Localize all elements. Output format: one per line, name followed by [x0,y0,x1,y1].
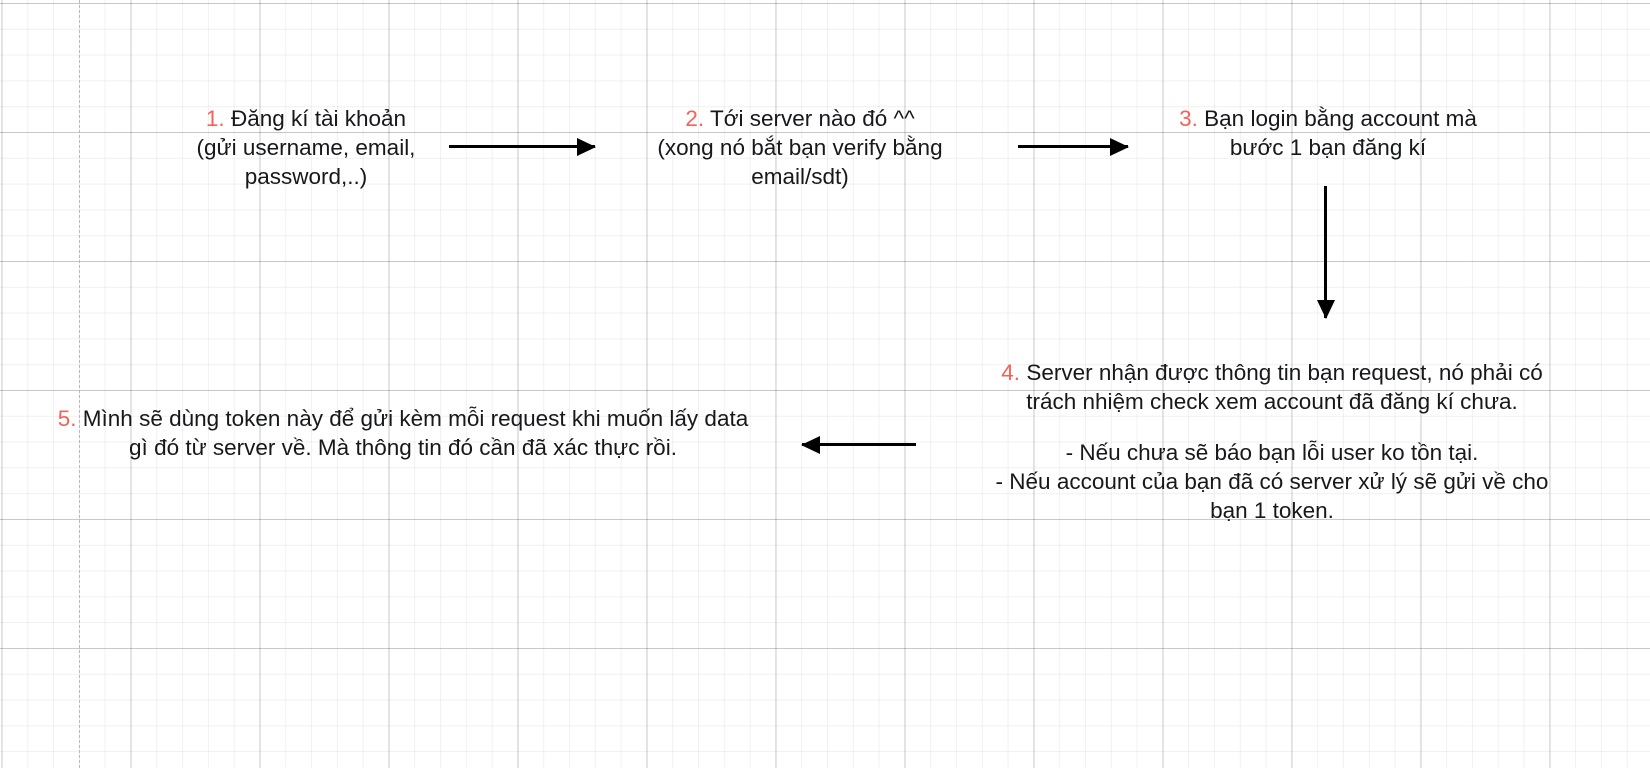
note-step-5-line-2: gì đó từ server về. Mà thông tin đó cần … [129,435,677,460]
arrow-step1-to-step2 [449,137,596,156]
arrow-step4-to-step5 [801,435,916,454]
step-number-5: 5. [57,406,77,431]
step-number-4: 4. [1001,360,1021,385]
note-step-3-line-1: 3. Bạn login bằng account mà [1148,104,1508,133]
note-step-4-bullet-2-cont: bạn 1 token. [1210,498,1334,523]
note-step-1-line-3: password,..) [244,164,368,189]
note-step-5-line-1: 5. Mình sẽ dùng token này để gửi kèm mỗi… [8,404,798,433]
note-step-1-text-1: Đăng kí tài khoản [230,106,407,131]
note-step-4-bullet-1: - Nếu chưa sẽ báo bạn lỗi user ko tồn tạ… [1065,440,1479,465]
note-step-3-line-2: bước 1 bạn đăng kí [1229,135,1427,160]
note-step-4-spacer [898,416,1646,438]
note-step-4-bullet-2: - Nếu account của bạn đã có server xử lý… [995,469,1549,494]
step-number-2: 2. [685,106,705,131]
note-step-2-line-2: (xong nó bắt bạn verify bằng [657,135,943,160]
note-step-1-line-2: (gửi username, email, [196,135,416,160]
note-step-2: 2. Tới server nào đó ^^ (xong nó bắt bạn… [630,104,970,191]
note-step-5-text-1: Mình sẽ dùng token này để gửi kèm mỗi re… [82,406,749,431]
note-step-3-text-1: Bạn login bằng account mà [1204,106,1477,131]
note-step-2-line-1: 2. Tới server nào đó ^^ [630,104,970,133]
note-step-1-line-1: 1. Đăng kí tài khoản [148,104,464,133]
note-step-4-line-2: trách nhiệm check xem account đã đăng kí… [1026,389,1518,414]
note-step-2-text-1: Tới server nào đó ^^ [709,106,915,131]
margin-guide-line [79,0,80,768]
note-step-1: 1. Đăng kí tài khoản (gửi username, emai… [148,104,464,191]
step-number-3: 3. [1179,106,1198,131]
note-step-2-line-3: email/sdt) [751,164,849,189]
arrow-head-right-icon [577,137,596,156]
note-step-4: 4. Server nhận được thông tin bạn reques… [898,358,1646,525]
note-step-5: 5. Mình sẽ dùng token này để gửi kèm mỗi… [8,404,798,462]
note-step-3: 3. Bạn login bằng account mà bước 1 bạn … [1148,104,1508,162]
note-step-4-line-1: 4. Server nhận được thông tin bạn reques… [898,358,1646,387]
arrow-head-down-icon [1316,300,1335,319]
arrow-step3-to-step4 [1316,186,1335,319]
note-step-4-text-1: Server nhận được thông tin bạn request, … [1026,360,1543,385]
step-number-1: 1. [205,106,225,131]
arrow-head-left-icon [801,435,820,454]
arrow-head-right-icon [1110,137,1129,156]
arrow-step2-to-step3 [1018,137,1129,156]
